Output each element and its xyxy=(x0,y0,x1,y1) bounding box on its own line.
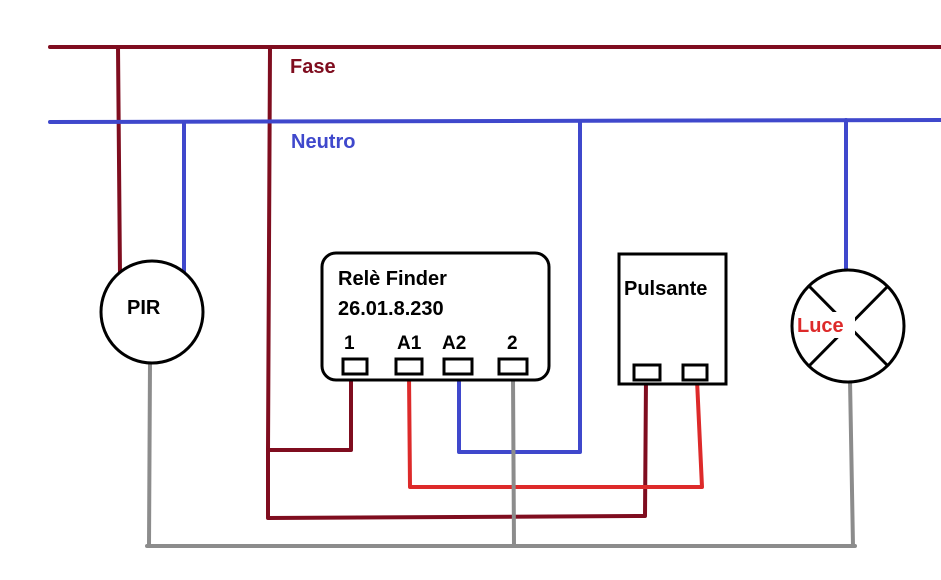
relay-terminal-1 xyxy=(341,357,369,376)
neutro-wires xyxy=(48,118,941,454)
relay-terminal-label-a2: A2 xyxy=(442,333,466,354)
fase-wires xyxy=(48,45,941,520)
relay-terminal-2 xyxy=(497,357,529,376)
pushbutton-label: Pulsante xyxy=(624,278,707,300)
a1-to-pushbutton xyxy=(407,373,704,489)
relay-terminal-label-1: 1 xyxy=(344,333,355,354)
signal-wires xyxy=(407,373,704,489)
fase-drop-main xyxy=(266,45,353,452)
relay: Relè Finder 26.01.8.230 1 A1 A2 2 xyxy=(320,251,551,382)
fase-label: Fase xyxy=(290,56,336,78)
relay-body xyxy=(320,251,551,382)
pir-label: PIR xyxy=(127,297,161,319)
pir-circle xyxy=(99,259,205,365)
return-drop-lamp xyxy=(848,378,855,548)
relay-terminal-label-2: 2 xyxy=(507,333,518,354)
lamp-label-backdrop xyxy=(795,312,855,338)
fase-drop-pir xyxy=(116,45,122,277)
pushbutton-terminal-left xyxy=(632,363,662,382)
return-wires xyxy=(145,360,857,548)
relay-model: 26.01.8.230 xyxy=(338,298,444,320)
pushbutton-terminal-right xyxy=(681,363,709,382)
return-drop-relay-2 xyxy=(511,376,516,548)
neutro-to-relay-a2 xyxy=(457,120,582,454)
neutro-bus-line xyxy=(48,118,941,124)
pushbutton-body xyxy=(617,252,728,386)
pir-sensor: PIR xyxy=(99,259,205,365)
relay-terminal-a1 xyxy=(394,357,424,376)
fase-to-pushbutton xyxy=(266,376,648,520)
relay-terminal-a2 xyxy=(442,357,474,376)
lamp: Luce xyxy=(790,268,906,384)
pushbutton: Pulsante xyxy=(617,252,728,386)
lamp-label: Luce xyxy=(797,315,844,337)
return-drop-pir xyxy=(147,360,152,548)
neutro-label: Neutro xyxy=(291,131,355,153)
relay-title: Relè Finder xyxy=(338,268,447,290)
relay-terminal-label-a1: A1 xyxy=(397,333,422,354)
